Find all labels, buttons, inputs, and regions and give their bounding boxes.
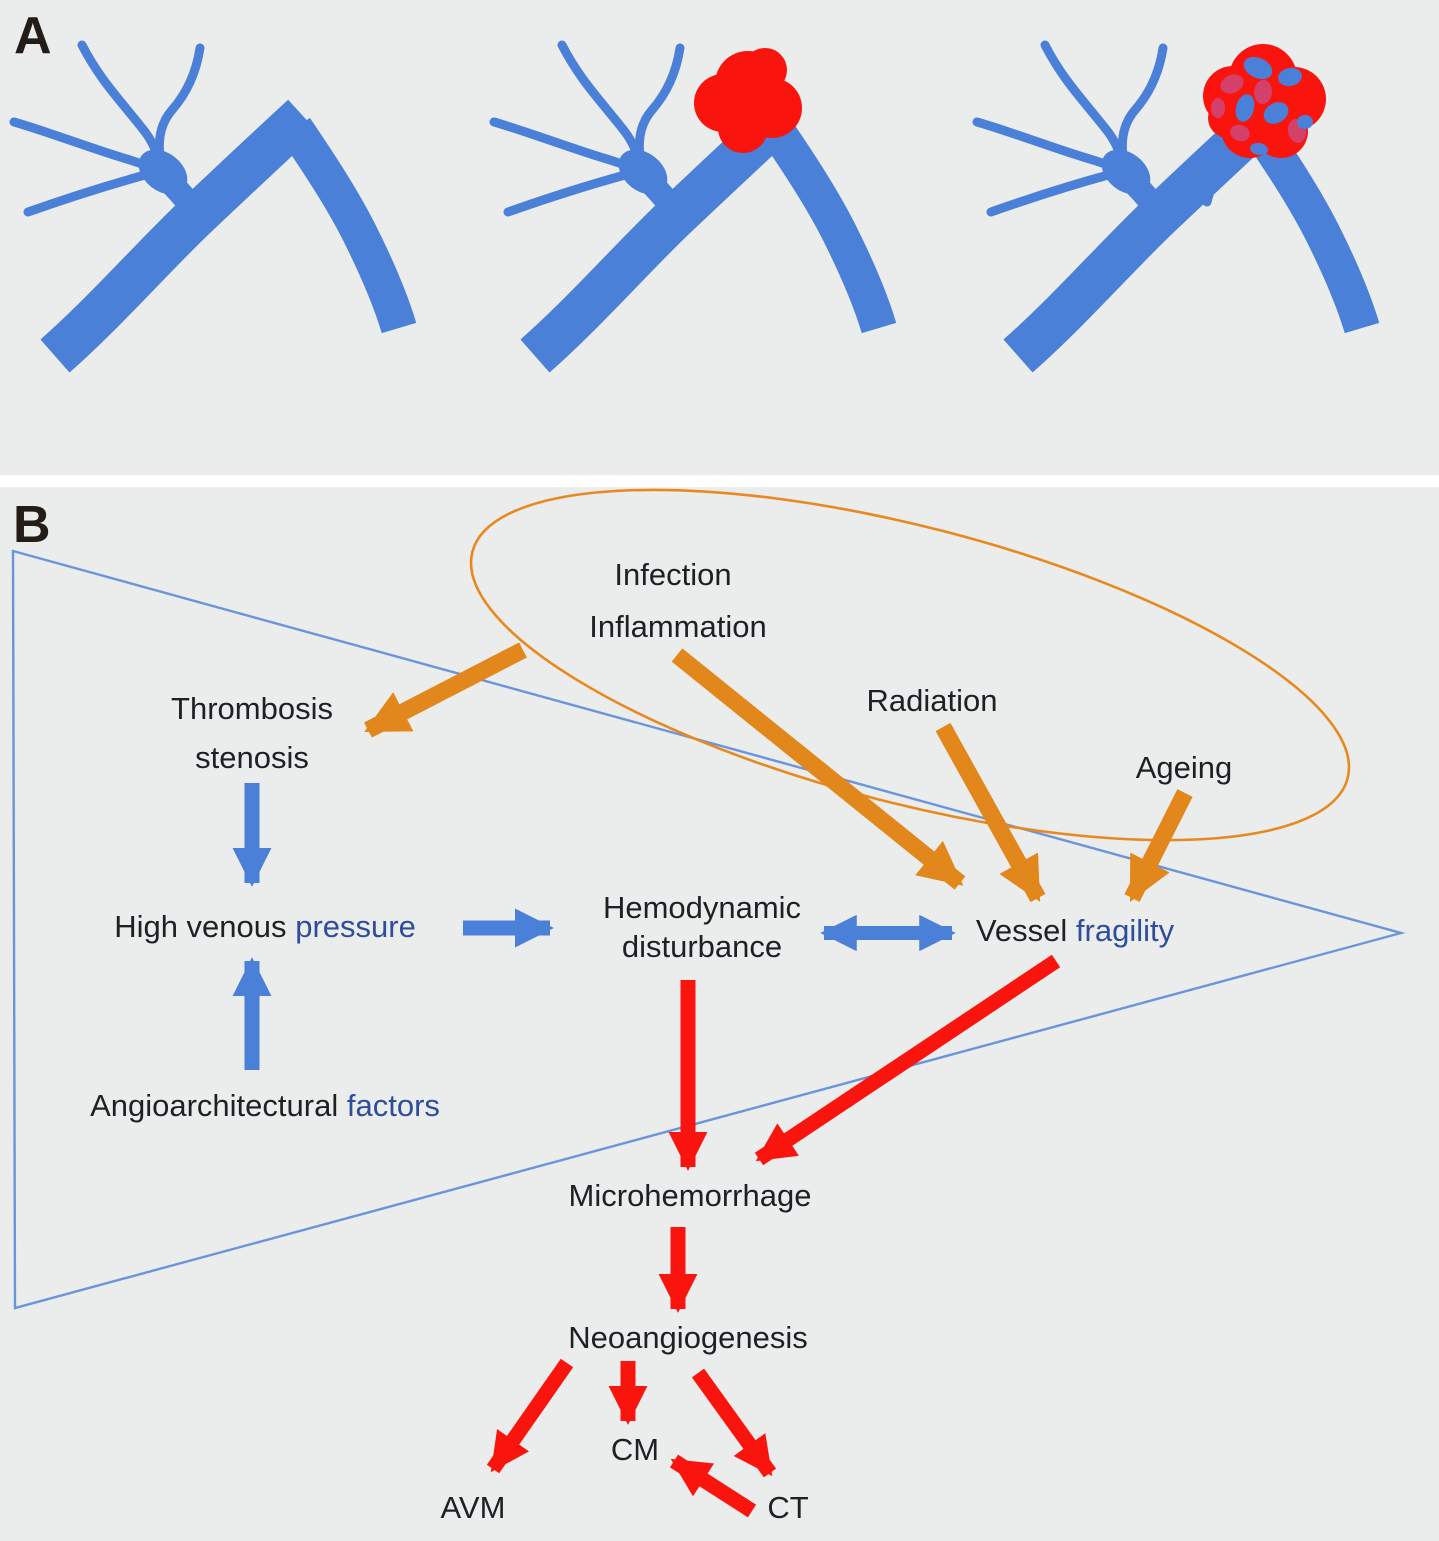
funnel-triangle-outline xyxy=(11,549,1406,1310)
label-infection: Infection xyxy=(614,557,732,592)
panel-a-letter: A xyxy=(14,7,52,65)
label-vessel-accent: fragility xyxy=(1075,913,1175,948)
label-hemodynamic-disturbance: Hemodynamic disturbance xyxy=(603,888,801,966)
vessel-drawings-canvas xyxy=(0,0,1439,475)
label-neoangiogenesis: Neoangiogenesis xyxy=(568,1320,808,1355)
label-vessel-main: Vessel xyxy=(975,913,1068,948)
arrow-radiation-to-vessel-fragility xyxy=(935,722,1046,903)
label-angio-main: Angioarchitectural xyxy=(90,1088,339,1123)
panel-a: A xyxy=(0,0,1439,475)
label-ageing: Ageing xyxy=(1135,750,1233,785)
cavernoma-blue-caverns-icon xyxy=(1235,56,1313,156)
label-hemodynamic-line1: Hemodynamic xyxy=(602,890,802,925)
label-radiation: Radiation xyxy=(866,683,998,718)
arrow-neoangiogenesis-to-ct xyxy=(691,1368,777,1478)
label-cm: CM xyxy=(610,1432,660,1467)
panel-b: B Infection Inflammation Radiation xyxy=(0,487,1439,1541)
lesion-feeding-vein-icon xyxy=(711,143,732,201)
arrow-ct-to-cm xyxy=(669,1454,757,1518)
red-lesion-blob-icon xyxy=(694,48,802,153)
vessel-drawing-normal xyxy=(14,45,399,356)
arrow-ageing-to-vessel-fragility xyxy=(1124,789,1193,902)
arrow-vessel-fragility-to-microhemorrhage xyxy=(754,954,1061,1166)
label-thrombosis-stenosis: Thrombosis stenosis xyxy=(171,684,333,782)
label-angio-accent: factors xyxy=(346,1088,440,1123)
cavernoma-feeding-vein-icon xyxy=(1202,147,1230,207)
label-microhemorrhage: Microhemorrhage xyxy=(568,1178,812,1213)
arrow-neoangiogenesis-to-avm xyxy=(486,1358,574,1474)
label-avm: AVM xyxy=(440,1490,506,1525)
label-thrombosis-line1: Thrombosis xyxy=(171,691,333,726)
risk-factors-ellipse xyxy=(469,488,1351,842)
label-hvp-main: High venous xyxy=(114,909,287,944)
flowchart-canvas xyxy=(11,488,1406,1518)
arrow-inflammation-to-thrombosis xyxy=(364,642,527,738)
panel-b-letter: B xyxy=(13,496,51,554)
label-ct: CT xyxy=(767,1490,809,1525)
label-inflammation: Inflammation xyxy=(589,609,767,644)
vessel-drawing-early-lesion xyxy=(494,45,879,356)
vessel-drawing-cavernoma xyxy=(977,44,1362,356)
label-hemodynamic-line2: disturbance xyxy=(621,929,783,964)
label-thrombosis-line2: stenosis xyxy=(195,740,309,775)
label-hvp-accent: pressure xyxy=(295,909,416,944)
arrow-inflammation-to-vessel-fragility xyxy=(671,648,966,890)
